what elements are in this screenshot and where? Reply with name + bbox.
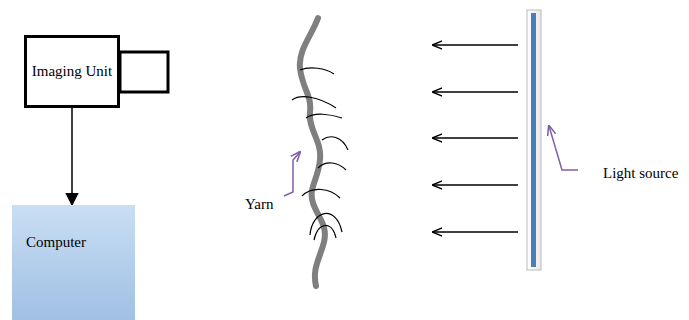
imaging-unit-box: Imaging Unit [24, 35, 120, 108]
light-leader [549, 126, 578, 170]
light-source-label: Light source [603, 165, 678, 182]
node-text: Imaging Unit [32, 60, 112, 83]
yarn-leader [284, 152, 300, 196]
yarn-label: Yarn [245, 196, 273, 213]
computer-box: Computer [12, 205, 135, 320]
flow-arrow [71, 108, 73, 205]
light-source [527, 10, 541, 270]
yarn-hairs [292, 68, 348, 240]
light-tube [531, 13, 536, 267]
light-rays [433, 45, 518, 232]
yarn [300, 18, 325, 286]
camera-lens [120, 52, 168, 92]
node-text: Computer [26, 231, 135, 254]
